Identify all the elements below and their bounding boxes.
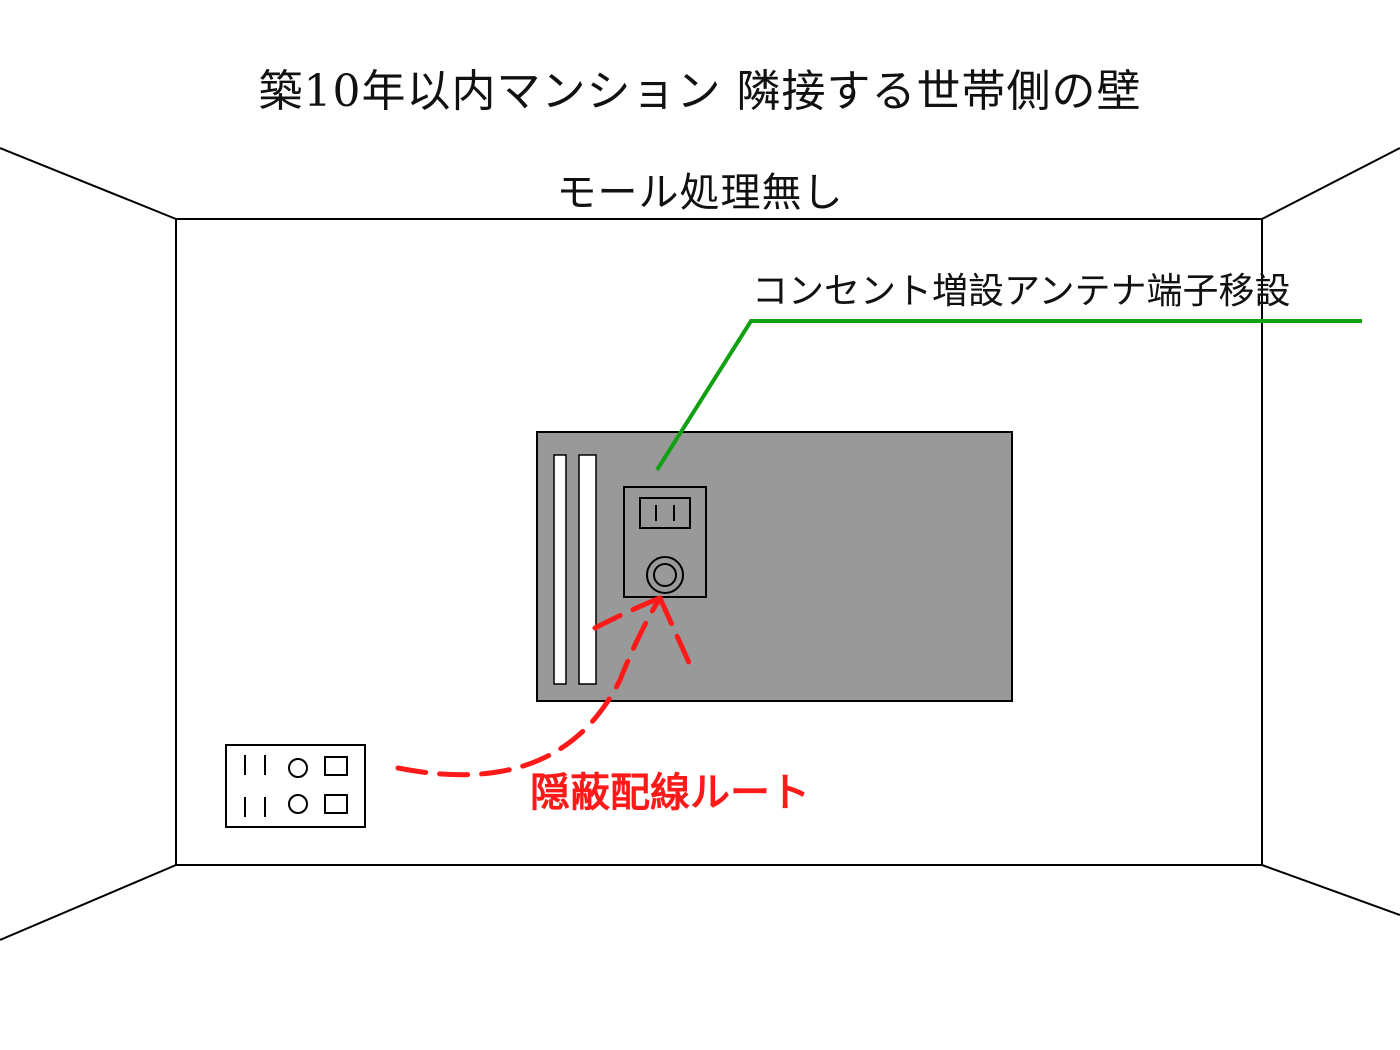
floor-edge-right (1261, 864, 1400, 916)
room-perspective-lines (0, 147, 1400, 941)
ceiling-edge-right (1261, 147, 1400, 220)
furniture-block (536, 431, 1013, 702)
page-title: 築10年以内マンション 隣接する世帯側の壁 (258, 66, 1142, 117)
wiring-route-label: 隠蔽配線ルート (530, 769, 810, 816)
original-outlet-plate (225, 744, 366, 828)
concealed-wiring-route (395, 595, 693, 778)
outlet-socket (639, 497, 691, 529)
callout-leader-line (655, 319, 1362, 472)
floor-edge-left (0, 864, 177, 941)
relocated-outlet-plate (623, 486, 707, 598)
antenna-terminal-inner (653, 563, 677, 587)
furniture-slot-left (553, 454, 567, 685)
antenna-terminal-outer (646, 556, 684, 594)
outlet-callout-label: コンセント増設アンテナ端子移設 (752, 271, 1291, 312)
furniture-slot-right (578, 454, 597, 685)
ceiling-edge-left (0, 147, 177, 220)
page-subtitle: モール処理無し (556, 170, 844, 216)
